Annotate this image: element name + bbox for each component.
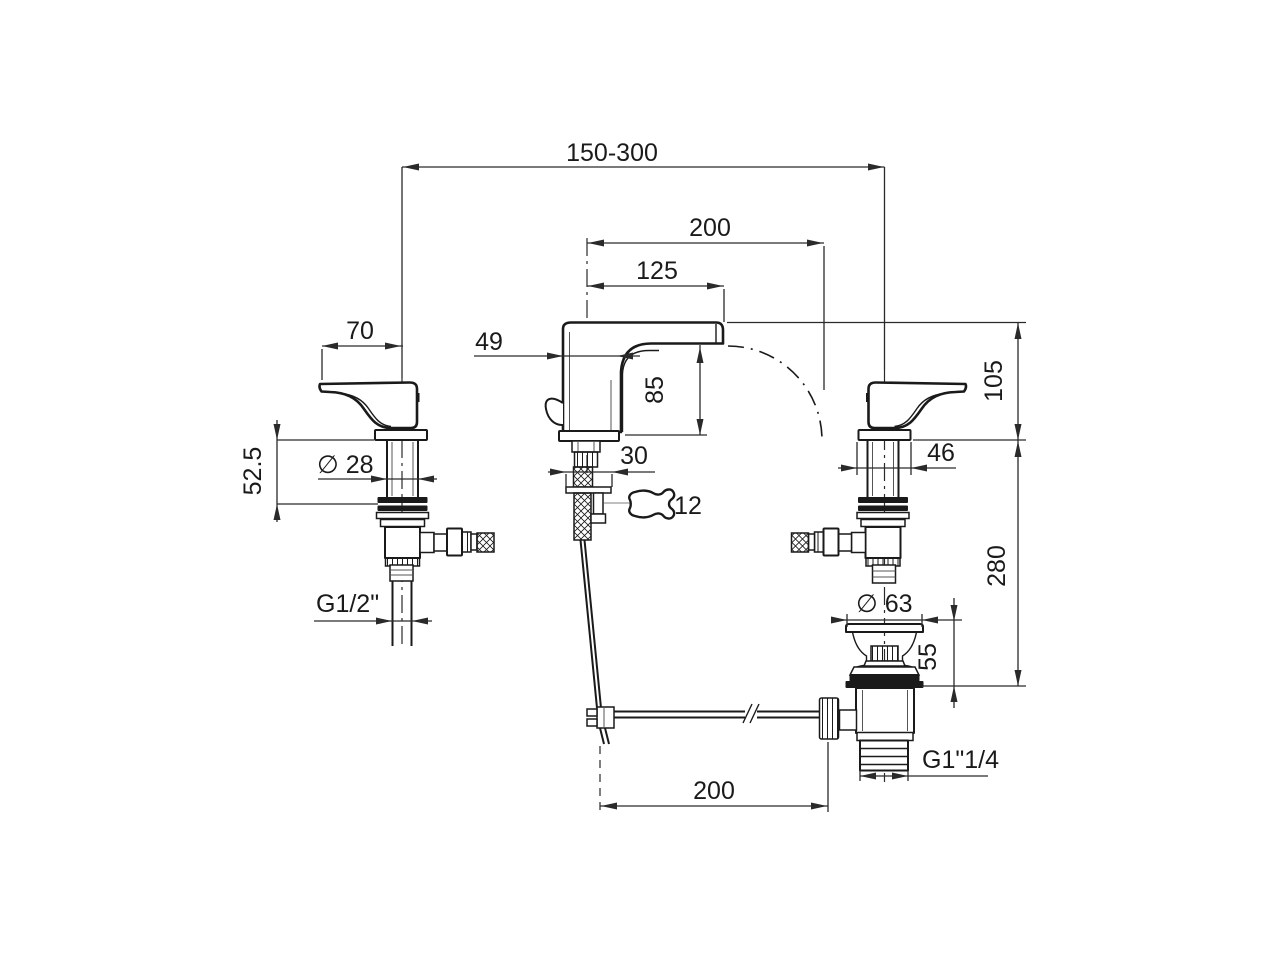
dim-under-deck-52-5: 52.5 <box>239 420 378 522</box>
dim-handle-length-label: 70 <box>346 317 374 345</box>
dim-spread: 150-300 <box>402 139 885 171</box>
dim-waste-height-label: 55 <box>914 643 942 671</box>
dim-reach-200: 200 <box>587 214 825 390</box>
dim-spout-height-label: 85 <box>641 376 669 404</box>
dim-inlet-thread-label: G1/2" <box>316 590 379 618</box>
dim-body-height-105: 105 <box>727 321 1026 686</box>
dim-spout-depth-49: 49 <box>474 328 640 360</box>
dim-under-deck-label: 52.5 <box>239 447 267 496</box>
dim-rod-length-200: 200 <box>599 742 829 812</box>
pop-up-waste-drain <box>818 623 924 772</box>
dim-rod-length-label: 200 <box>693 777 735 805</box>
dim-inlet-thread: G1/2" <box>314 590 432 625</box>
dim-spout-height-85: 85 <box>625 345 707 436</box>
dim-total-height-280: 280 <box>922 441 1026 687</box>
pop-up-pull-rod <box>579 539 820 745</box>
left-handle-assembly <box>318 381 496 646</box>
wrench-icon <box>628 488 676 520</box>
rod-break-mark <box>742 703 753 724</box>
dim-handle-70: 70 <box>321 317 403 380</box>
dim-shank-dia-28: ∅ 28 <box>317 451 437 483</box>
dim-hole-dia-label: 30 <box>620 442 648 470</box>
waste-tailpiece <box>859 739 909 772</box>
dim-spread-label: 150-300 <box>566 139 658 167</box>
dim-waste-height-55: 55 <box>914 598 958 708</box>
dim-waste-thread-label: G1"1/4 <box>922 746 999 774</box>
dim-waste-dia-63: ∅ 63 <box>831 590 962 627</box>
pull-rod-knob <box>544 397 564 427</box>
dim-spout-depth-label: 49 <box>475 328 503 356</box>
dim-wrench-size-label: 12 <box>674 492 702 520</box>
dim-total-height-label: 280 <box>983 545 1011 587</box>
water-stream-arc <box>727 345 823 441</box>
dim-flange-label: 46 <box>927 439 955 467</box>
wrench-note: 12 <box>604 488 702 520</box>
dim-projection-125: 125 <box>587 257 725 322</box>
dim-waste-thread: G1"1/4 <box>859 746 999 781</box>
right-handle-assembly <box>790 381 968 584</box>
dim-shank-dia-label: ∅ 28 <box>317 451 374 479</box>
dim-waste-dia-label: ∅ 63 <box>856 590 913 618</box>
dim-reach-label: 200 <box>689 214 731 242</box>
waste-plug-knob <box>870 645 899 662</box>
dim-body-height-label: 105 <box>980 360 1008 402</box>
dim-flange-46: 46 <box>838 439 956 475</box>
dim-hole-30: 30 <box>548 442 655 487</box>
rod-adjuster-nut <box>818 697 840 740</box>
dim-projection-label: 125 <box>636 257 678 285</box>
